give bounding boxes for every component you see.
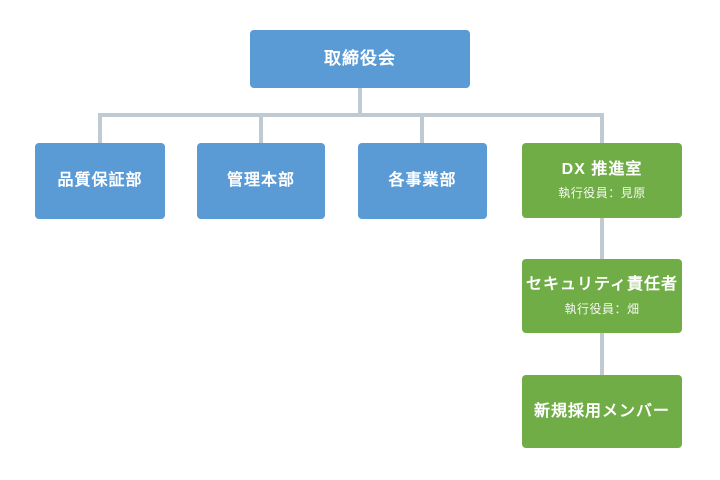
connector-drop-dx bbox=[600, 113, 604, 143]
connector-drop-business bbox=[420, 113, 424, 143]
node-dx-promotion-office: DX 推進室 執行役員：見原 bbox=[522, 143, 682, 218]
node-label: 取締役会 bbox=[324, 48, 396, 68]
node-label: 管理本部 bbox=[226, 172, 295, 190]
node-label: セキュリティ責任者 bbox=[525, 276, 679, 294]
node-label: 各事業部 bbox=[388, 172, 457, 190]
connector-root-stem bbox=[358, 88, 362, 117]
connector-dx-to-security bbox=[600, 218, 604, 259]
node-label: 品質保証部 bbox=[57, 172, 143, 190]
node-quality-assurance: 品質保証部 bbox=[35, 143, 165, 219]
connector-drop-admin bbox=[259, 113, 263, 143]
node-business-divisions: 各事業部 bbox=[358, 143, 487, 219]
node-label: DX 推進室 bbox=[561, 160, 643, 178]
connector-horizontal-bar bbox=[98, 113, 604, 117]
node-sublabel: 執行役員：畑 bbox=[564, 301, 640, 316]
connector-security-to-newhire bbox=[600, 333, 604, 375]
node-label: 新規採用メンバー bbox=[533, 402, 670, 420]
connector-drop-quality bbox=[98, 113, 102, 143]
node-administration-hq: 管理本部 bbox=[197, 143, 325, 219]
node-security-officer: セキュリティ責任者 執行役員：畑 bbox=[522, 259, 682, 333]
node-sublabel: 執行役員：見原 bbox=[558, 186, 646, 201]
node-board-of-directors: 取締役会 bbox=[250, 30, 470, 88]
node-new-hire-members: 新規採用メンバー bbox=[522, 375, 682, 448]
